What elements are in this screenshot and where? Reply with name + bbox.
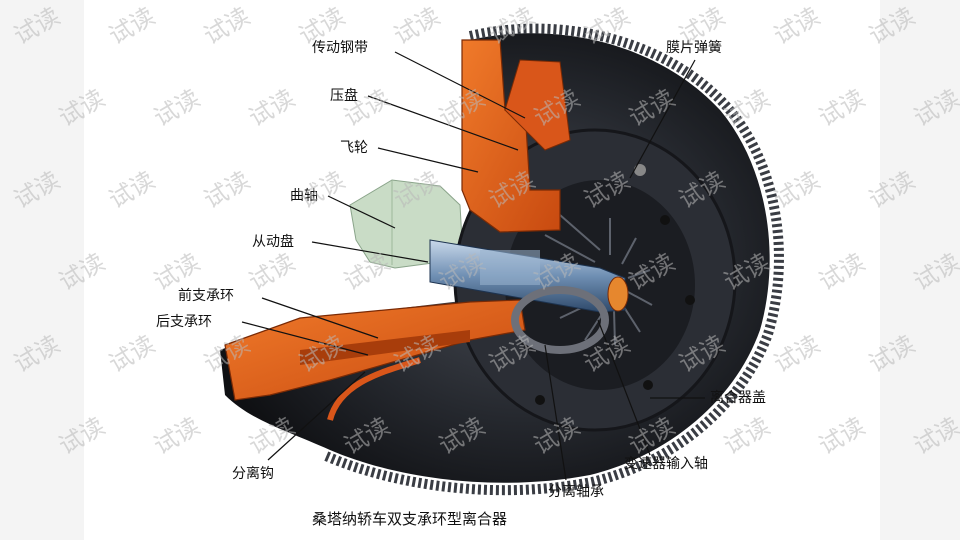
label-front-ring: 前支承环 xyxy=(178,287,234,304)
label-flywheel: 飞轮 xyxy=(340,140,368,156)
label-driven-disc: 从动盘 xyxy=(252,233,294,250)
label-clutch-cover: 离合器盖 xyxy=(710,389,766,406)
leader-lines xyxy=(241,51,705,481)
label-rear-ring: 后支承环 xyxy=(156,314,212,330)
label-release-bearing: 分离轴承 xyxy=(548,483,604,500)
diagram-caption: 桑塔纳轿车双支承环型离合器 xyxy=(312,510,507,528)
watermark-text: 试读 xyxy=(9,2,65,50)
watermark-text: 试读 xyxy=(909,84,960,132)
release-bearing-ring xyxy=(511,286,609,354)
watermark-text: 试读 xyxy=(9,166,65,214)
clutch-illustration xyxy=(220,23,784,496)
watermark-text: 试读 xyxy=(909,412,960,460)
release-hook xyxy=(327,357,421,421)
watermark-text: 试读 xyxy=(909,248,960,296)
label-release-hook: 分离钩 xyxy=(232,465,274,482)
cutaway-upper-section xyxy=(461,39,561,233)
component-labels: 传动钢带 压盘 飞轮 曲轴 从动盘 前支承环 后支承环 分离钩 膜片弹簧 离合器… xyxy=(156,40,766,500)
label-crankshaft: 曲轴 xyxy=(290,188,318,204)
watermark-text: 试读 xyxy=(9,330,65,378)
label-input-shaft: 变速器输入轴 xyxy=(624,456,708,472)
label-steel-band: 传动钢带 xyxy=(312,40,368,56)
label-diaphragm-spring: 膜片弹簧 xyxy=(666,40,722,56)
label-pressure-plate: 压盘 xyxy=(330,87,358,104)
